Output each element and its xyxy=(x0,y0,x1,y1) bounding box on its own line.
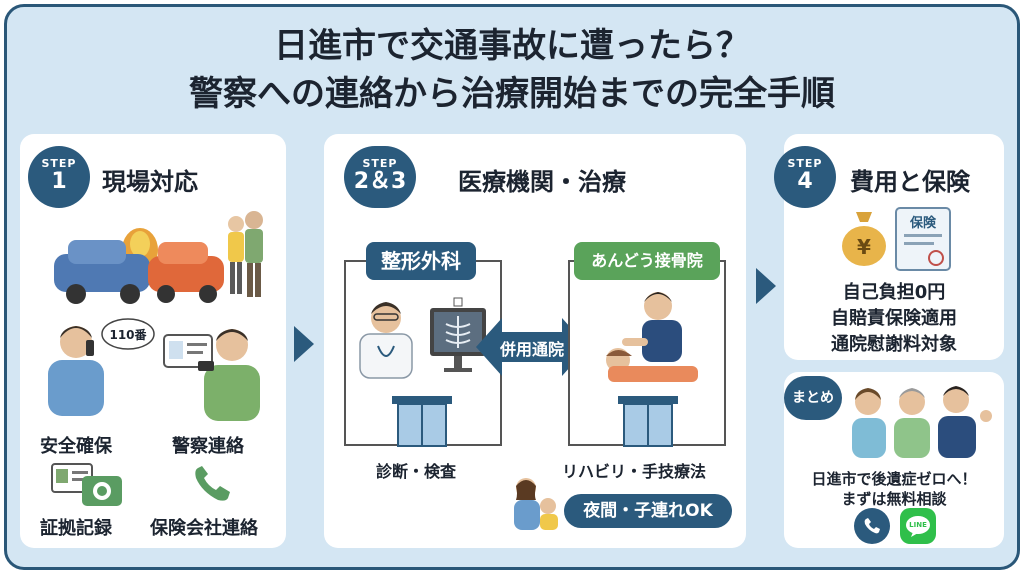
insurance-document-icon xyxy=(895,207,951,271)
line-label: LINE xyxy=(909,521,927,529)
page-title-line1: 日進市で交通事故に遭ったら？ xyxy=(274,26,750,66)
money-bag-icon: ¥ xyxy=(842,212,886,266)
person-with-license-illustration xyxy=(163,329,260,421)
phone-icon xyxy=(195,466,230,501)
step4-line-copay: 自己負担0円 xyxy=(842,282,946,303)
line-contact-button[interactable]: LINE xyxy=(900,508,936,544)
step23-title: 医療機関・治療 xyxy=(458,168,626,196)
step4-title: 費用と保険 xyxy=(850,168,970,196)
step4-line-consolation: 通院慰謝料対象 xyxy=(831,334,957,355)
step1-badge-number: 1 xyxy=(51,169,67,194)
step4-line-cali: 自賠責保険適用 xyxy=(831,308,957,329)
id-card-camera-icon xyxy=(51,463,122,506)
parent-child-illustration xyxy=(514,478,558,530)
caption-rehab: リハビリ・手技療法 xyxy=(562,462,707,481)
flow-arrow-2 xyxy=(756,268,776,304)
step1-item-safety: 安全確保 xyxy=(40,436,112,457)
car-crash-illustration xyxy=(54,211,263,304)
call-bubble-text: 110番 xyxy=(109,328,147,342)
step23-badge-number: 2＆3 xyxy=(353,169,407,194)
step23-badge: STEP 2＆3 xyxy=(344,146,416,208)
step4-badge-label: STEP xyxy=(787,157,823,170)
summary-badge: まとめ xyxy=(784,376,842,420)
summary-line1: 日進市で後遺症ゼロへ！ xyxy=(811,470,977,488)
summary-badge-text: まとめ xyxy=(792,390,834,406)
step1-title: 現場対応 xyxy=(102,168,198,196)
step1-badge: STEP 1 xyxy=(28,146,90,208)
step1-badge-label: STEP xyxy=(41,157,77,170)
step1-item-evidence: 証拠記録 xyxy=(40,518,112,539)
step1-item-insurance: 保険会社連絡 xyxy=(150,518,258,539)
summary-line2: まずは無料相談 xyxy=(841,490,947,508)
bonesetter-tag: あんどう接骨院 xyxy=(574,242,720,280)
step4-badge: STEP 4 xyxy=(774,146,836,208)
doctor-xray-illustration xyxy=(359,297,486,379)
night-kids-ok-pill: 夜間・子連れOK xyxy=(564,494,732,528)
person-calling-illustration xyxy=(48,326,104,416)
therapist-illustration xyxy=(606,292,698,382)
orthopedics-tag: 整形外科 xyxy=(366,242,476,280)
insurance-doc-label: 保険 xyxy=(909,216,936,231)
flow-arrow-1 xyxy=(294,326,314,362)
page-title-line2: 警察への連絡から治療開始までの完全手順 xyxy=(189,74,835,114)
orthopedics-door xyxy=(392,396,452,447)
staff-group-illustration xyxy=(852,386,992,458)
step23-badge-label: STEP xyxy=(362,157,398,170)
step1-item-police: 警察連絡 xyxy=(172,436,244,457)
line-chat-icon xyxy=(906,516,930,537)
phone-contact-button[interactable] xyxy=(854,508,890,544)
svg-text:¥: ¥ xyxy=(857,235,871,259)
speech-bubble xyxy=(101,318,155,350)
bonesetter-door xyxy=(618,396,678,447)
step4-badge-number: 4 xyxy=(797,169,813,194)
double-arrow-connector xyxy=(476,318,588,376)
connector-label: 併用通院 xyxy=(499,340,564,359)
caption-diagnosis: 診断・検査 xyxy=(376,462,457,481)
phone-icon xyxy=(864,518,880,534)
